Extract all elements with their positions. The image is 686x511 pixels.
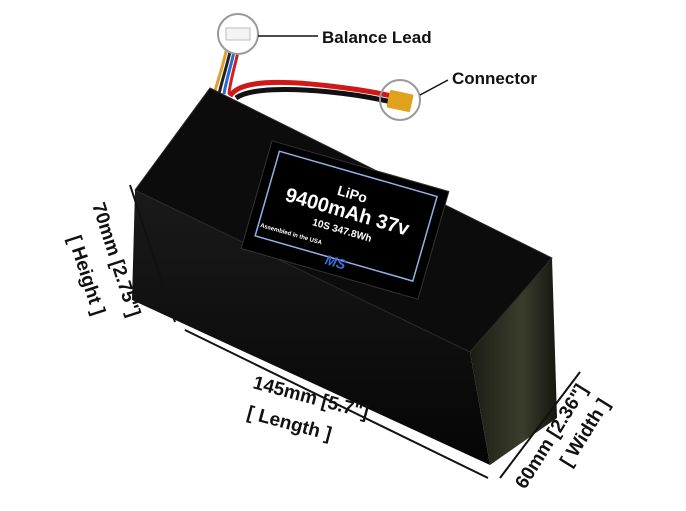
connector-plug <box>386 90 414 112</box>
length-arrow <box>184 329 489 479</box>
battery-end-face <box>470 258 557 465</box>
width-arrow <box>499 371 581 479</box>
connector-pointer <box>419 79 449 96</box>
brand-logo: MS <box>323 251 348 272</box>
balance-lead-callout: Balance Lead <box>322 28 432 47</box>
height-arrow <box>129 184 176 323</box>
connector-callout: Connector <box>452 69 537 88</box>
battery-side-face <box>132 190 490 465</box>
battery-label: LiPo 9400mAh 37v 10S 347.8Wh Assembled i… <box>240 140 450 300</box>
connector-magnifier <box>379 79 421 121</box>
dimension-arrows <box>129 184 581 479</box>
